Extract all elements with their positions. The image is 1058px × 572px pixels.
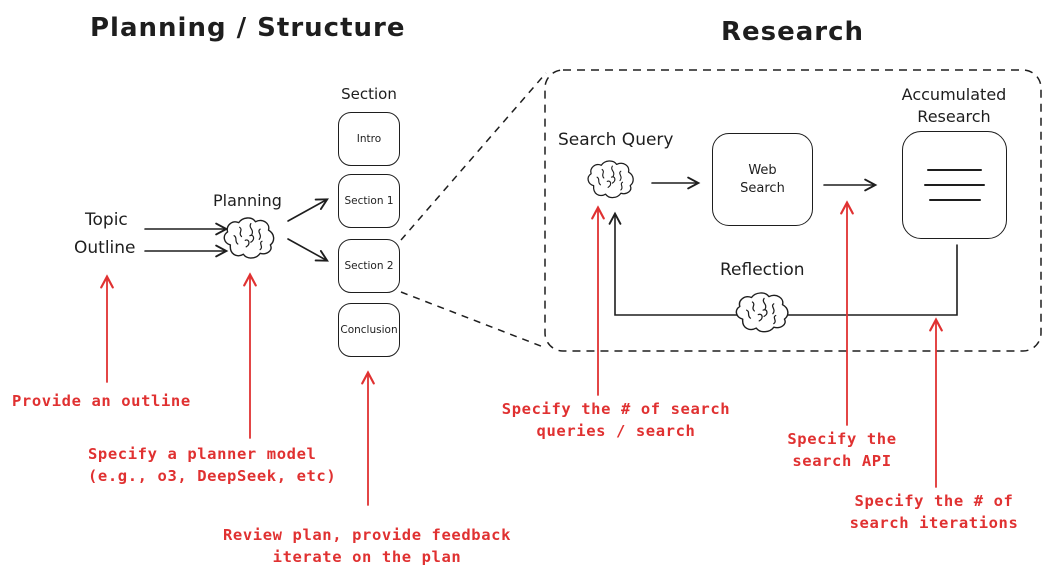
annotation-search-iterations: Specify the # of search iterations	[843, 490, 1025, 534]
research-title: Research	[721, 17, 865, 47]
section-box-2-label: Section 2	[344, 260, 394, 272]
search-query-brain-icon	[587, 160, 634, 199]
annotation-search-iterations-line1: Specify the # of	[854, 492, 1014, 510]
annotation-search-iterations-line2: search iterations	[849, 514, 1019, 532]
zoom-connector-top	[400, 72, 547, 241]
annotation-search-queries: Specify the # of search queries / search	[495, 398, 737, 442]
planning-structure-title: Planning / Structure	[90, 13, 406, 43]
accumulated-research-label: Accumulated Research	[896, 84, 1012, 128]
accumulated-research-box	[902, 131, 1007, 239]
reflection-brain-icon	[735, 292, 789, 333]
planning-to-section2-arrow	[287, 238, 329, 262]
research-boundary	[544, 69, 1042, 352]
web-search-label-line2: Search	[740, 180, 785, 196]
section-box-1: Section 1	[338, 174, 400, 228]
annotation-review-plan-line1: Review plan, provide feedback	[222, 526, 512, 544]
section-box-conclusion-label: Conclusion	[340, 324, 398, 336]
topic-label: Topic	[85, 210, 128, 230]
web-search-box: Web Search	[712, 133, 813, 226]
outline-label: Outline	[74, 238, 136, 258]
planning-brain-icon	[223, 217, 275, 259]
annotation-search-queries-line1: Specify the # of search	[501, 400, 731, 418]
section-box-conclusion: Conclusion	[338, 303, 400, 357]
annotation-review-plan: Review plan, provide feedback iterate on…	[213, 524, 521, 568]
planning-to-section1-arrow	[287, 198, 329, 222]
section-header: Section	[341, 85, 397, 103]
annotation-review-plan-line2: iterate on the plan	[272, 548, 462, 566]
section-box-intro-label: Intro	[356, 133, 382, 145]
annotation-search-queries-line2: queries / search	[536, 422, 696, 440]
annotation-planner-model-line1: Specify a planner model	[88, 445, 317, 463]
accumulated-research-label-line1: Accumulated	[901, 85, 1007, 104]
planning-label: Planning	[213, 191, 282, 210]
section-box-1-label: Section 1	[344, 195, 394, 207]
annotation-provide-outline: Provide an outline	[12, 392, 191, 410]
section-box-intro: Intro	[338, 112, 400, 166]
search-query-label: Search Query	[558, 130, 674, 150]
annotation-search-api-line2: search API	[792, 452, 892, 470]
annotation-planner-model: Specify a planner model (e.g., o3, DeepS…	[88, 443, 336, 487]
section-box-2: Section 2	[338, 239, 400, 293]
zoom-connector-bottom	[400, 291, 547, 349]
annotation-search-api-line1: Specify the	[787, 430, 897, 448]
reflection-label: Reflection	[720, 260, 805, 280]
annotation-search-api: Specify the search API	[776, 428, 908, 472]
web-search-label-line1: Web	[748, 162, 777, 178]
annotation-planner-model-line2: (e.g., o3, DeepSeek, etc)	[88, 467, 337, 485]
document-lines-icon	[924, 169, 985, 201]
accumulated-research-label-line2: Research	[917, 107, 991, 126]
